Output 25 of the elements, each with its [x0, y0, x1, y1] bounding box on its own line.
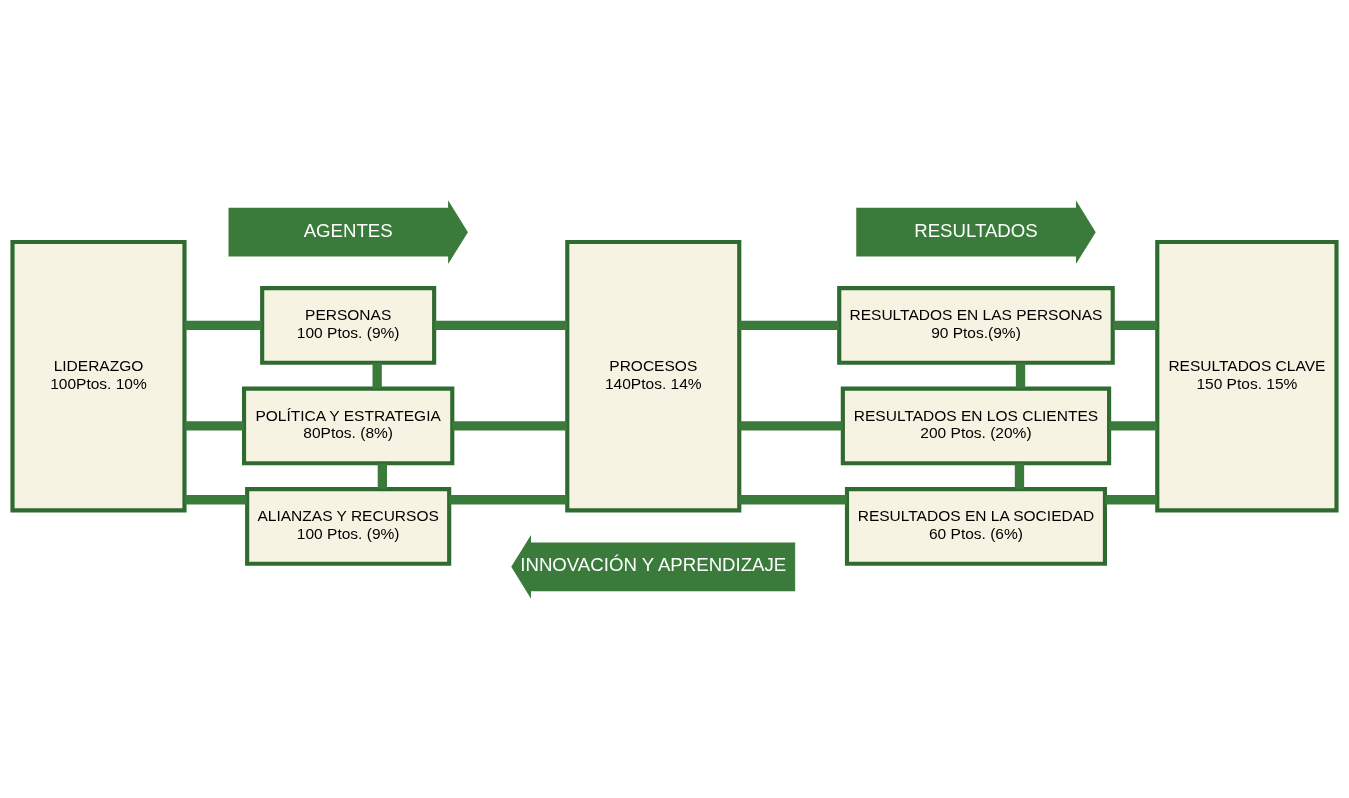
- connector: [739, 320, 840, 330]
- node-box: PROCESOS 140Ptos. 14%: [565, 239, 742, 512]
- node-box: RESULTADOS EN LOS CLIENTES 200 Ptos. (20%): [840, 386, 1112, 465]
- node-box: RESULTADOS EN LA SOCIEDAD 60 Ptos. (6%): [844, 486, 1107, 566]
- connector: [184, 420, 244, 431]
- node-box: RESULTADOS EN LAS PERSONAS 90 Ptos.(9%): [837, 285, 1115, 365]
- connector: [184, 320, 262, 330]
- connector: [1105, 494, 1158, 504]
- node-box: PERSONAS 100 Ptos. (9%): [260, 285, 437, 365]
- node-box: LIDERAZGO 100Ptos. 10%: [10, 239, 187, 512]
- node-box: ALIANZAS Y RECURSOS 100 Ptos. (9%): [245, 486, 452, 566]
- connector: [1113, 320, 1158, 330]
- connector: [377, 462, 387, 489]
- connector: [739, 420, 843, 431]
- connector: [452, 420, 567, 431]
- connector: [739, 494, 847, 504]
- connector: [372, 362, 382, 388]
- connector: [1109, 420, 1158, 431]
- connector: [434, 320, 568, 330]
- connector: [1014, 462, 1025, 489]
- node-box: RESULTADOS CLAVE 150 Ptos. 15%: [1155, 239, 1339, 512]
- connector: [449, 494, 568, 504]
- connector: [184, 494, 247, 504]
- node-box: POLÍTICA Y ESTRATEGIA 80Ptos. (8%): [242, 386, 455, 465]
- connector: [1015, 362, 1026, 388]
